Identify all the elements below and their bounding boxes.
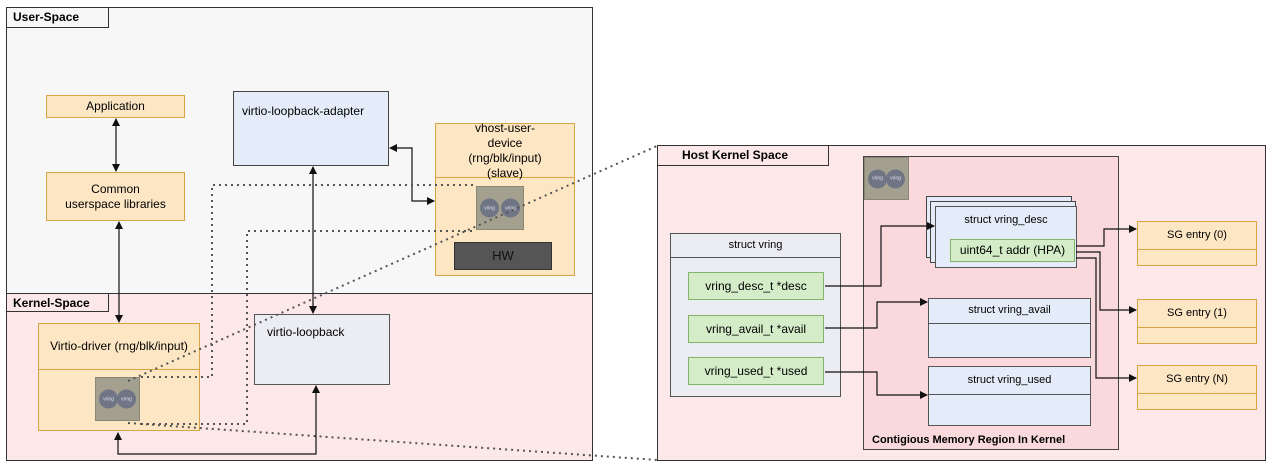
contiguous-memory-label: Contigious Memory Region In Kernel xyxy=(872,434,1066,446)
vring-used-field: vring_used_t *used xyxy=(688,357,824,385)
vring-icon: vring vring xyxy=(864,157,909,200)
adapter-label: virtio-loopback-adapter xyxy=(242,104,365,118)
virtio-driver-label: Virtio-driver (rng/blk/input) xyxy=(39,324,199,370)
hw-box: HW xyxy=(454,242,552,270)
sgn-arrow xyxy=(1076,257,1137,382)
sg-entry-0-box: SG entry (0) xyxy=(1137,221,1257,266)
vring-desc-field: vring_desc_t *desc xyxy=(688,272,824,300)
dotted-vring-link-1 xyxy=(141,184,476,378)
struct-vring-used-box: struct vring_used xyxy=(928,366,1091,426)
vring-icon: vring xyxy=(886,169,905,188)
dotted-vring-link-2 xyxy=(141,230,476,425)
desc-arrow xyxy=(825,222,935,287)
sg-entry-n-label: SG entry (N) xyxy=(1138,366,1256,394)
addr-hpa-field: uint64_t addr (HPA) xyxy=(950,239,1075,262)
driver-loopback-arrow xyxy=(114,385,320,455)
used-arrow xyxy=(825,371,928,399)
sg0-arrow xyxy=(1076,225,1137,247)
struct-vring-avail-label: struct vring_avail xyxy=(929,299,1090,324)
virtio-loopback-label: virtio-loopback xyxy=(267,325,345,339)
application-box: Application xyxy=(46,95,185,118)
dotted-projection-upper xyxy=(127,145,658,382)
struct-vring-used-label: struct vring_used xyxy=(929,367,1090,395)
user-space-label: User-Space xyxy=(6,7,109,28)
virtio-loopback-adapter-box: virtio-loopback-adapter xyxy=(233,91,389,166)
common-libraries-box: Common userspace libraries xyxy=(46,172,185,221)
sg-entry-1-label: SG entry (1) xyxy=(1138,300,1256,328)
vring-icon: vring vring xyxy=(476,186,524,230)
sg1-arrow xyxy=(1076,251,1137,314)
vring-icon: vring xyxy=(99,389,118,409)
kernel-space-label: Kernel-Space xyxy=(6,293,109,312)
virtio-loopback-box: virtio-loopback xyxy=(254,314,390,385)
dotted-projection-lower xyxy=(127,422,658,461)
sg-entry-n-box: SG entry (N) xyxy=(1137,365,1257,410)
vhost-user-device-label: vhost-user-device (rng/blk/input) (slave… xyxy=(436,121,574,180)
struct-vring-desc-label: struct vring_desc xyxy=(964,214,1048,227)
avail-arrow xyxy=(825,298,928,329)
host-kernel-space-label: Host Kernel Space xyxy=(657,145,829,166)
vring-icon: vring xyxy=(501,198,520,218)
sg-entry-0-label: SG entry (0) xyxy=(1138,222,1256,250)
vring-icon: vring xyxy=(480,198,499,218)
vring-icon: vring xyxy=(868,169,887,188)
vring-avail-field: vring_avail_t *avail xyxy=(688,315,824,343)
struct-vring-label: struct vring xyxy=(671,234,840,258)
adapter-vhost-arrow xyxy=(389,144,435,205)
sg-entry-1-box: SG entry (1) xyxy=(1137,299,1257,344)
struct-vring-avail-box: struct vring_avail xyxy=(928,298,1091,358)
